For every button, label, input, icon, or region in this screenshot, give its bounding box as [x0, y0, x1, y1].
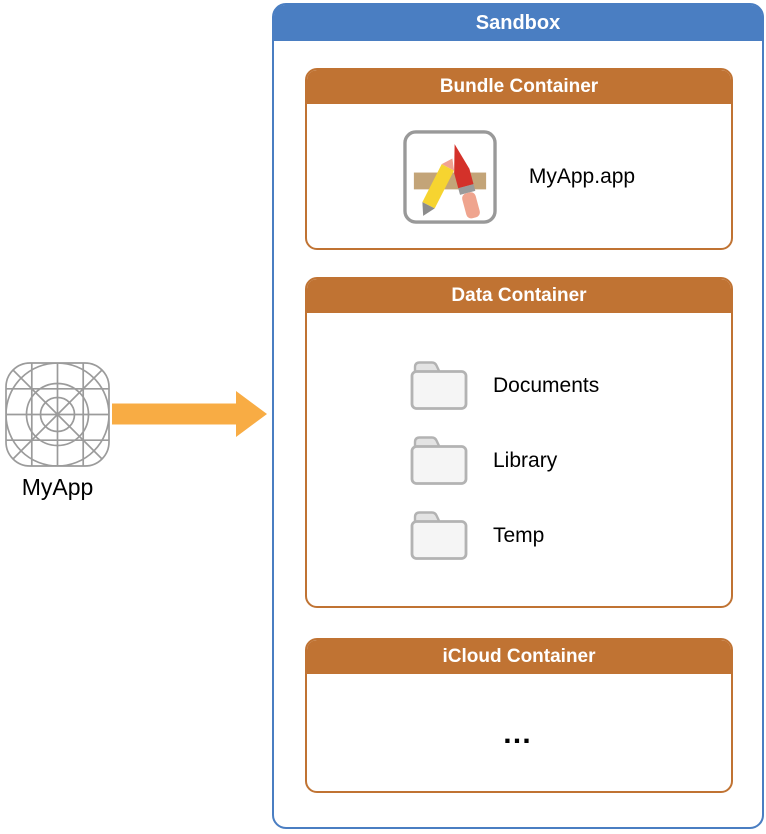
bundle-app-label: MyApp.app	[528, 165, 636, 188]
data-row-library: Library	[407, 433, 731, 488]
bundle-container-box: Bundle Container	[305, 68, 733, 250]
folder-icon	[410, 361, 468, 410]
bundle-container-body: MyApp.app	[307, 104, 731, 248]
icloud-container-body: …	[307, 674, 731, 791]
folder-label: Library	[493, 448, 558, 472]
data-container-title: Data Container	[307, 279, 731, 313]
data-row-temp: Temp	[407, 508, 731, 563]
icloud-container-title: iCloud Container	[307, 640, 731, 674]
sandbox-title: Sandbox	[274, 5, 762, 41]
source-app-label: MyApp	[21, 474, 94, 500]
data-row-documents: Documents	[407, 358, 731, 413]
bundle-container-title: Bundle Container	[307, 70, 731, 104]
ellipsis-placeholder: …	[502, 716, 536, 750]
folder-label: Temp	[493, 523, 545, 547]
data-container-box: Data Container Documents Library	[305, 277, 733, 608]
icloud-container-box: iCloud Container …	[305, 638, 733, 793]
source-app: MyApp	[4, 361, 111, 501]
app-grid-wireframe-icon	[5, 362, 110, 467]
data-container-body: Documents Library Temp	[307, 313, 731, 606]
arrow-right-icon	[112, 391, 267, 437]
app-store-icon	[403, 130, 497, 224]
folder-icon	[410, 436, 468, 485]
sandbox-box: Sandbox Bundle Container	[272, 3, 764, 829]
folder-icon	[410, 511, 468, 560]
folder-label: Documents	[493, 373, 600, 397]
